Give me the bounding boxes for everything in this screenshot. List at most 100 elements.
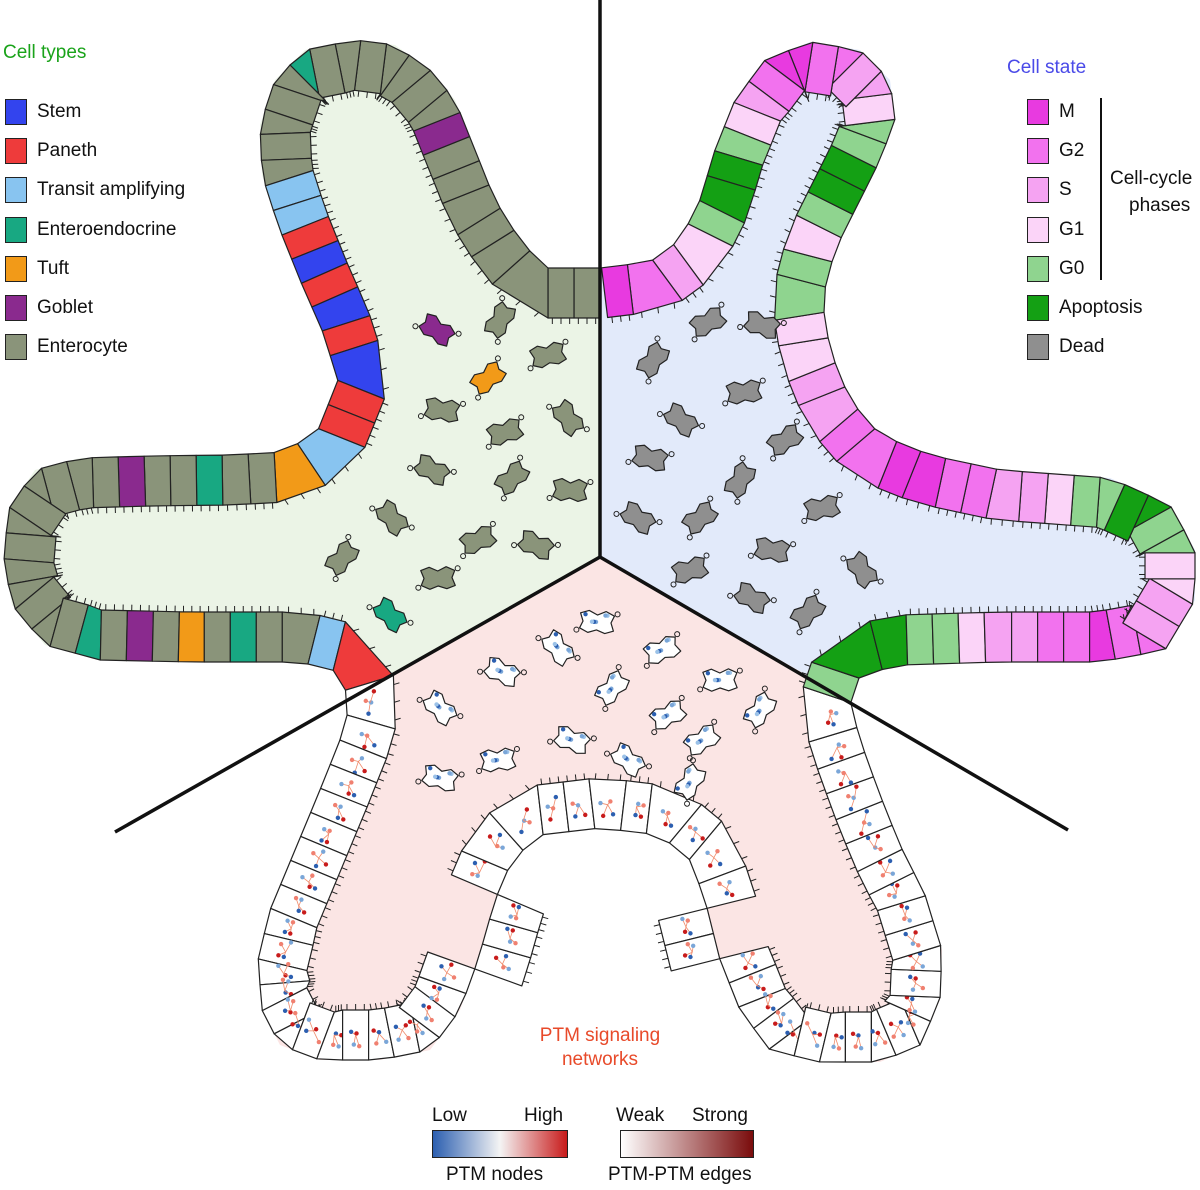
ptm-node bbox=[916, 943, 921, 948]
microvillus bbox=[787, 112, 793, 117]
ptm-node bbox=[873, 1041, 878, 1047]
ptm-node bbox=[758, 973, 764, 979]
microvillus bbox=[363, 298, 370, 302]
microvillus bbox=[828, 814, 835, 818]
microvillus bbox=[344, 465, 349, 472]
microvillus bbox=[946, 509, 949, 516]
ptm-node bbox=[762, 992, 768, 997]
ptm-node bbox=[288, 974, 294, 980]
microvillus bbox=[324, 100, 330, 105]
shed-cell bbox=[727, 581, 777, 615]
microvillus bbox=[872, 1003, 877, 1010]
shed-cell bbox=[485, 414, 525, 450]
microvillus bbox=[403, 123, 410, 127]
ptm-node bbox=[875, 1030, 881, 1036]
microvillus bbox=[470, 260, 476, 266]
microvillus bbox=[817, 1004, 821, 1011]
microvillus bbox=[838, 839, 845, 843]
microvillus bbox=[836, 123, 843, 127]
legend-swatch bbox=[5, 99, 27, 125]
microvillus bbox=[56, 576, 62, 581]
ptm-node bbox=[505, 926, 510, 932]
ptm-node bbox=[912, 1009, 918, 1014]
microvillus bbox=[826, 1006, 829, 1013]
ptm-node bbox=[750, 951, 755, 956]
microvillus bbox=[74, 510, 78, 517]
ptm-node bbox=[761, 986, 766, 992]
ptm-node bbox=[858, 1046, 864, 1051]
ptm-node bbox=[503, 953, 509, 959]
microvillus bbox=[396, 1000, 403, 1005]
microvillus bbox=[816, 161, 822, 166]
ptm-node bbox=[414, 1029, 420, 1034]
microvillus bbox=[804, 663, 811, 667]
ptm-node bbox=[374, 1041, 379, 1046]
microvillus bbox=[619, 315, 622, 322]
microvillus bbox=[819, 153, 826, 158]
ptm-node bbox=[913, 930, 918, 935]
microvillus bbox=[653, 924, 660, 927]
microvillus bbox=[341, 867, 348, 871]
ptm-node bbox=[487, 834, 493, 839]
microvillus bbox=[523, 980, 530, 984]
microvillus bbox=[383, 386, 390, 390]
microvillus bbox=[369, 646, 376, 650]
microvillus bbox=[816, 781, 823, 784]
microvillus bbox=[417, 961, 424, 965]
microvillus bbox=[845, 857, 852, 861]
microvillus bbox=[905, 499, 909, 506]
shed-cell bbox=[789, 588, 827, 636]
microvillus bbox=[316, 487, 321, 494]
microvillus bbox=[66, 593, 70, 600]
microvillus bbox=[327, 210, 334, 214]
ptm-node bbox=[901, 1032, 906, 1038]
ptm-node bbox=[903, 931, 908, 937]
microvillus bbox=[549, 777, 551, 784]
microvillus bbox=[738, 234, 745, 238]
ptm-node bbox=[508, 914, 513, 919]
shed-cell bbox=[737, 311, 787, 339]
ptm-node bbox=[354, 1031, 359, 1036]
legend-swatch bbox=[5, 177, 27, 204]
ptm-node bbox=[470, 872, 475, 877]
ptm-node bbox=[346, 791, 351, 796]
microvillus bbox=[406, 129, 413, 133]
microvillus bbox=[781, 374, 788, 379]
microvillus bbox=[314, 172, 321, 176]
legend-swatch bbox=[5, 295, 27, 321]
microvillus bbox=[319, 188, 326, 192]
microvillus bbox=[659, 781, 662, 788]
legend-swatch bbox=[5, 138, 27, 165]
microvillus bbox=[68, 593, 75, 598]
ptm-node bbox=[475, 873, 480, 879]
epithelial-cell bbox=[905, 613, 935, 666]
ptm-node bbox=[787, 1019, 793, 1024]
ptm-node bbox=[510, 928, 515, 933]
microvillus bbox=[877, 1001, 881, 1008]
legend-swatch bbox=[1027, 216, 1049, 243]
ptm-node bbox=[688, 954, 693, 960]
ptm-node bbox=[740, 952, 745, 958]
ptm-node bbox=[687, 825, 693, 830]
nodes-caption: PTM nodes bbox=[446, 1164, 544, 1185]
microvillus bbox=[379, 410, 386, 414]
microvillus bbox=[566, 775, 568, 782]
ptm-node bbox=[817, 1032, 823, 1037]
microvillus bbox=[662, 957, 669, 961]
microvillus bbox=[536, 936, 543, 940]
ptm-node bbox=[882, 1040, 888, 1045]
ptm-node bbox=[781, 1011, 786, 1017]
microvillus bbox=[804, 184, 811, 189]
microvillus bbox=[800, 713, 807, 717]
microvillus bbox=[471, 827, 476, 833]
microvillus bbox=[538, 929, 545, 932]
ptm-node bbox=[306, 1017, 312, 1022]
ptm-node bbox=[636, 801, 641, 807]
ptm-node bbox=[856, 1033, 861, 1038]
ptm-node bbox=[668, 823, 674, 828]
shed-cell bbox=[747, 537, 797, 563]
ptm-node bbox=[281, 954, 287, 960]
ptm-node bbox=[285, 918, 290, 923]
